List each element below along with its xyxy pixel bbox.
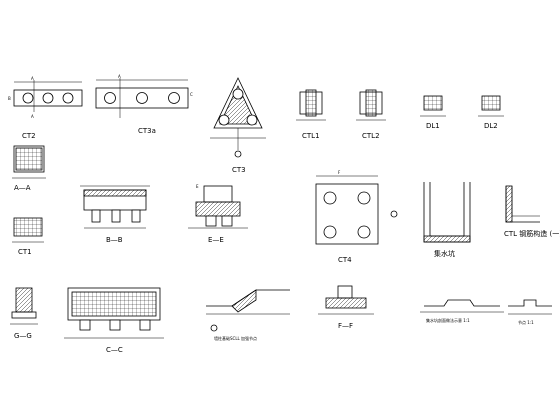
section-mark-a3: A bbox=[118, 74, 121, 79]
cc-section: C—C bbox=[64, 287, 164, 354]
ct4-plan: CT4 F bbox=[315, 170, 398, 264]
gg-section: G—G bbox=[10, 287, 38, 340]
label-ramp: 墙柱基础SCLL 加强节点 bbox=[214, 335, 257, 341]
label-ct3a: CT3a bbox=[138, 127, 156, 135]
section-mark-a: A bbox=[31, 76, 34, 81]
ramp-node: 墙柱基础SCLL 加强节点 bbox=[206, 289, 290, 341]
dim-b-mark: B bbox=[8, 96, 11, 101]
ct1-section: CT1 bbox=[12, 217, 44, 256]
ff-section: F—F bbox=[318, 285, 374, 330]
label-ct2: CT2 bbox=[22, 132, 36, 140]
label-ee: E—E bbox=[208, 236, 224, 244]
label-ct1: CT1 bbox=[18, 248, 32, 256]
pit-detail: 集水坑剖面做法示意 1:1 bbox=[420, 299, 504, 323]
section-mark-a2: A bbox=[31, 114, 34, 119]
label-bb: B—B bbox=[106, 236, 123, 244]
ct3a-plan: A C CT3a bbox=[95, 74, 193, 135]
label-ct3: CT3 bbox=[232, 166, 246, 174]
ctl1-section: CTL1 bbox=[296, 89, 326, 140]
label-ctl-detail: CTL 钢筋构造 (一) bbox=[504, 229, 560, 238]
dim-f-mark: F bbox=[338, 170, 341, 175]
label-pit: 集水坑 bbox=[434, 249, 455, 258]
label-slot: 节点 1:1 bbox=[518, 319, 534, 325]
pit-section: 集水坑 bbox=[423, 182, 471, 258]
ctl-detail: CTL 钢筋构造 (一) bbox=[504, 185, 560, 238]
label-ff: F—F bbox=[338, 322, 353, 330]
dim-e-mark: E bbox=[196, 184, 199, 189]
label-cc: C—C bbox=[106, 346, 123, 354]
bb-section: B—B bbox=[80, 185, 150, 244]
label-aa: A—A bbox=[14, 184, 31, 192]
dl1-section: DL1 bbox=[420, 95, 446, 130]
ct2-plan: A A B bbox=[8, 76, 83, 119]
label-dl1: DL1 bbox=[426, 122, 440, 130]
label-ctl2: CTL2 bbox=[362, 132, 380, 140]
label-ct4: CT4 bbox=[338, 256, 352, 264]
slot-detail: 节点 1:1 bbox=[508, 299, 552, 325]
section-mark-c: C bbox=[190, 92, 193, 97]
label-dl2: DL2 bbox=[484, 122, 498, 130]
label-pit-section: 集水坑剖面做法示意 1:1 bbox=[426, 317, 470, 323]
label-ctl1: CTL1 bbox=[302, 132, 320, 140]
aa-section: CT2 A—A bbox=[12, 132, 46, 192]
label-gg: G—G bbox=[14, 332, 32, 340]
ct3-triangle: CT3 bbox=[210, 77, 266, 174]
ctl2-section: CTL2 bbox=[356, 89, 386, 140]
dl2-section: DL2 bbox=[478, 95, 504, 130]
ee-section: E—E E bbox=[188, 184, 248, 244]
